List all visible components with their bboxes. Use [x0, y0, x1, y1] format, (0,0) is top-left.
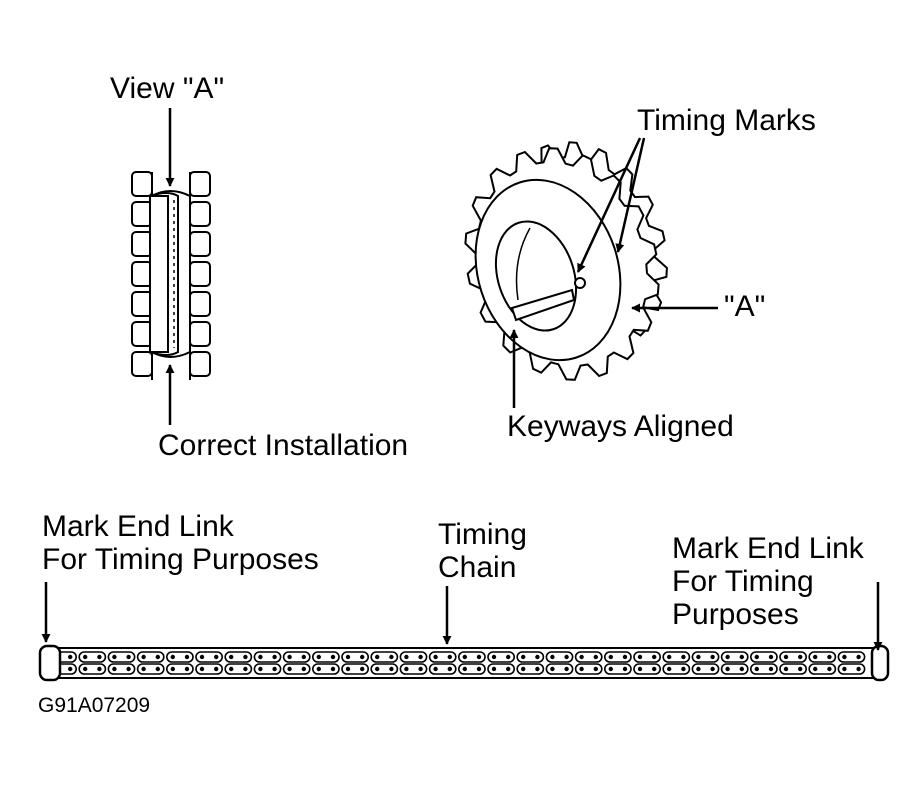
- chain-link: [166, 651, 194, 663]
- timing-chain: [38, 644, 890, 682]
- timing-chain-line1: Timing: [438, 518, 527, 551]
- chain-link: [341, 651, 370, 663]
- marked-end-link-left: [38, 644, 62, 682]
- chain-link: [808, 663, 837, 675]
- chain-link: [224, 651, 253, 663]
- chain-link: [107, 651, 136, 663]
- chain-link: [253, 663, 282, 675]
- chain-link: [574, 663, 603, 675]
- side-view-tooth: [131, 351, 153, 377]
- mark-end-right-line3: Purposes: [672, 598, 799, 631]
- keyways-aligned-label: Keyways Aligned: [507, 410, 734, 443]
- chain-link: [516, 663, 545, 675]
- chain-link: [603, 651, 632, 663]
- chain-link: [428, 651, 457, 663]
- chain-link: [487, 663, 516, 675]
- chain-link: [224, 663, 253, 675]
- chain-link: [107, 663, 136, 675]
- chain-link: [545, 663, 574, 675]
- side-view-tooth: [189, 261, 211, 287]
- chain-link: [749, 663, 778, 675]
- view-a-label: View "A": [110, 72, 225, 105]
- chain-link: [136, 651, 165, 663]
- correct-installation-label: Correct Installation: [158, 429, 409, 462]
- chain-link: [78, 663, 107, 675]
- mark-end-right-line2: For Timing: [672, 565, 814, 598]
- crankshaft-sprocket: [464, 141, 668, 381]
- mark-end-right-line1: Mark End Link: [672, 532, 864, 565]
- timing-marks-label: Timing Marks: [637, 104, 816, 137]
- chain-link: [370, 663, 399, 675]
- chain-link: [808, 651, 837, 663]
- chain-link: [574, 651, 603, 663]
- chain-link: [457, 663, 486, 675]
- side-view-tooth: [189, 321, 211, 347]
- side-view-tooth: [189, 231, 211, 257]
- chain-link: [136, 663, 165, 675]
- sprocket-side-view: [131, 171, 211, 380]
- chain-link: [78, 651, 107, 663]
- chain-link: [837, 651, 866, 663]
- side-view-tooth: [189, 201, 211, 227]
- timing-mark-dot: [574, 277, 586, 289]
- side-view-tooth: [131, 171, 153, 197]
- chain-link: [341, 663, 370, 675]
- chain-link: [311, 663, 340, 675]
- chain-link: [428, 663, 457, 675]
- mark-end-left-line2: For Timing Purposes: [42, 543, 319, 576]
- chain-link: [662, 651, 691, 663]
- chain-link: [195, 651, 224, 663]
- chain-link: [457, 651, 486, 663]
- chain-link: [399, 663, 428, 675]
- timing-chain-line2: Chain: [438, 551, 517, 584]
- chain-link: [691, 651, 720, 663]
- chain-link: [282, 651, 311, 663]
- chain-link: [253, 651, 282, 663]
- figure-code: G91A07209: [38, 694, 151, 717]
- chain-link: [399, 651, 428, 663]
- chain-link: [195, 663, 224, 675]
- chain-link: [545, 651, 574, 663]
- side-view-tooth: [189, 351, 211, 377]
- chain-link: [779, 663, 808, 675]
- chain-link: [720, 663, 749, 675]
- timing-marks-arrow-1: [576, 137, 642, 273]
- chain-link: [487, 651, 516, 663]
- chain-link: [633, 651, 662, 663]
- chain-link: [749, 651, 778, 663]
- chain-link: [282, 663, 311, 675]
- point-a-label: "A": [724, 290, 766, 323]
- chain-link: [691, 663, 720, 675]
- chain-link: [837, 663, 866, 675]
- chain-link: [720, 651, 749, 663]
- side-view-tooth: [189, 291, 211, 317]
- chain-link: [662, 663, 691, 675]
- chain-link: [370, 651, 399, 663]
- keyway-slot: [510, 288, 576, 322]
- mark-end-left-line1: Mark End Link: [42, 510, 234, 543]
- timing-marks-arrow-2: [615, 137, 646, 253]
- chain-link: [516, 651, 545, 663]
- marked-end-link-right: [870, 644, 890, 682]
- chain-link: [779, 651, 808, 663]
- side-view-tooth: [189, 171, 211, 197]
- chain-link: [633, 663, 662, 675]
- chain-link: [311, 651, 340, 663]
- chain-link: [603, 663, 632, 675]
- chain-link: [166, 663, 194, 675]
